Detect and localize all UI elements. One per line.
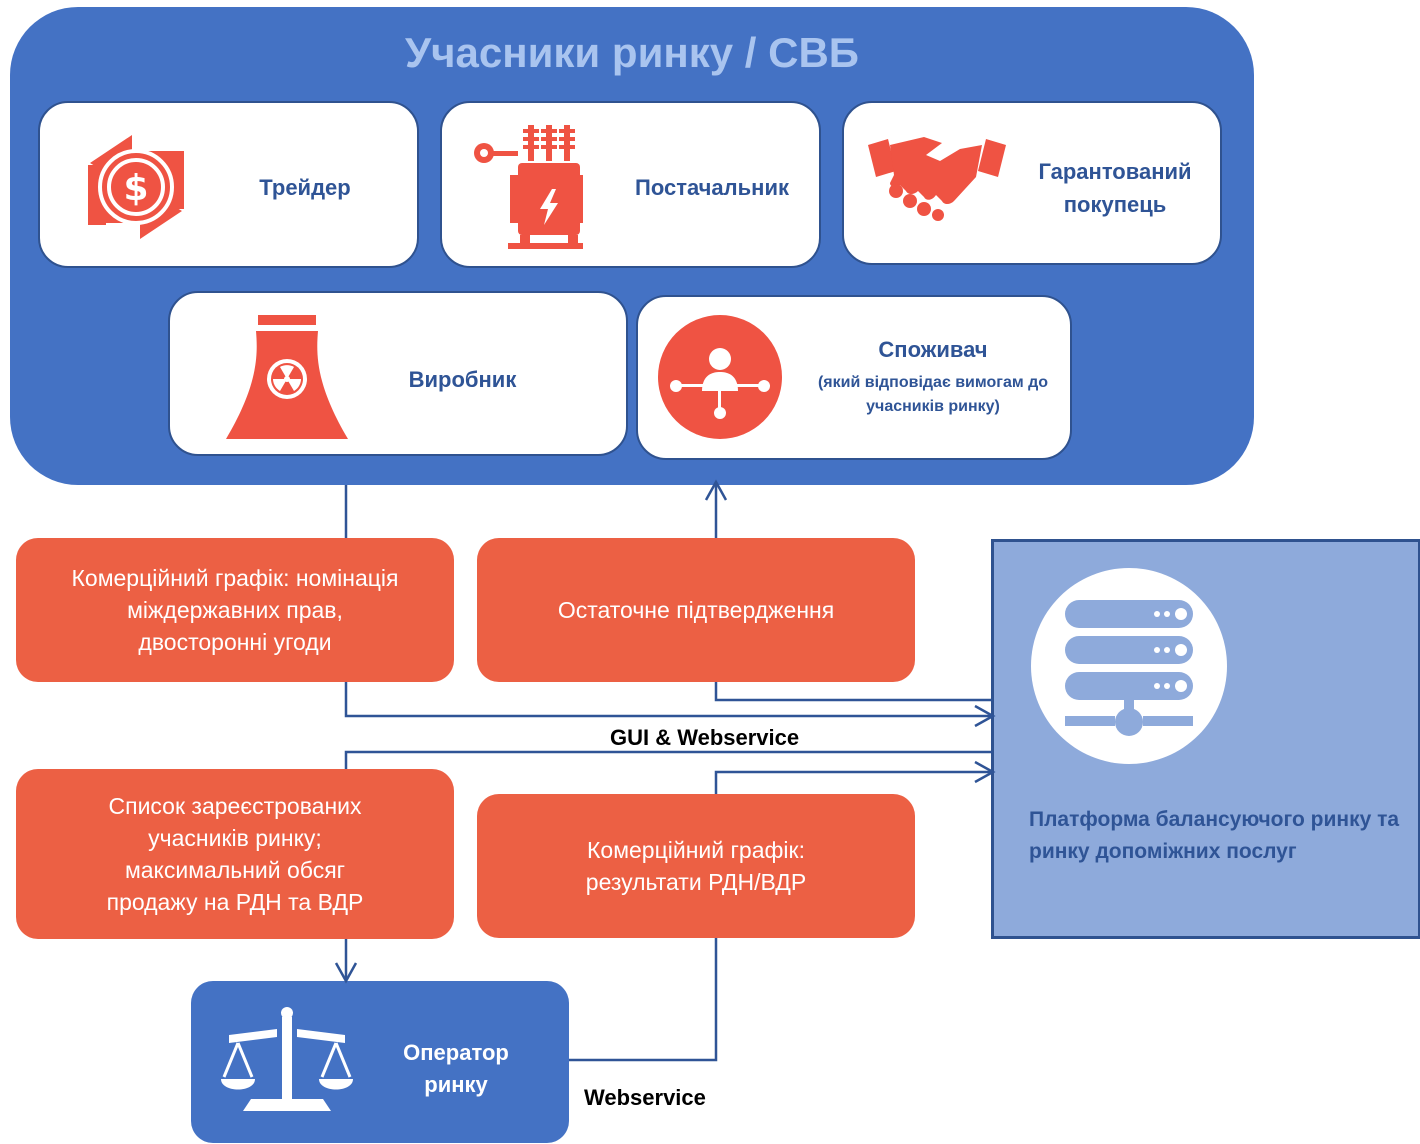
- producer-label: Виробник: [408, 367, 517, 392]
- trader-label: Трейдер: [259, 175, 351, 200]
- line-platform-to-confirmation: [714, 682, 993, 702]
- nuclear-plant-icon: [226, 315, 348, 439]
- consumer-network-icon: [658, 315, 782, 439]
- commercial-schedule-nomination-box: Комерційний графік: номінація міждержавн…: [16, 538, 454, 682]
- consumer-note: (який відповідає вимогам до учасників ри…: [817, 374, 1049, 415]
- producer-card[interactable]: Виробник: [168, 291, 628, 456]
- dollar-exchange-icon: $: [88, 135, 184, 239]
- line-operator-to-results: [569, 938, 718, 1062]
- commercial-schedule-results-text: Комерційний графік: результати РДН/ВДР: [585, 836, 807, 895]
- market-operator-box: Оператор ринку: [191, 981, 569, 1143]
- svg-text:$: $: [123, 168, 148, 209]
- participants-title: Учасники ринку / СВБ: [404, 29, 859, 76]
- handshake-icon: [868, 137, 1006, 221]
- registered-participants-text: Список зареєстрованих учасників ринку; м…: [106, 792, 364, 916]
- arrow-registered-list-operator: [334, 962, 358, 984]
- guaranteed-buyer-label: Гарантований покупець: [1038, 159, 1192, 217]
- commercial-schedule-nomination-text: Комерційний графік: номінація міждержавн…: [71, 564, 399, 656]
- final-confirmation-box: Остаточне підтвердження: [477, 538, 915, 682]
- supplier-card[interactable]: Постачальник: [440, 101, 821, 268]
- supplier-label: Постачальник: [635, 175, 789, 200]
- arrow-results-platform: [974, 760, 996, 784]
- webservice-label: Webservice: [584, 1085, 706, 1110]
- platform-label: Платформа балансуючого ринку та ринку до…: [1029, 808, 1400, 863]
- commercial-schedule-results-box: Комерційний графік: результати РДН/ВДР: [477, 794, 915, 938]
- scales-icon: [221, 1007, 353, 1111]
- line-platform-to-registered-list: [344, 750, 993, 769]
- transformer-icon: [474, 125, 583, 249]
- arrow-confirmation-consumer: [704, 479, 728, 501]
- guaranteed-buyer-card[interactable]: Гарантований покупець: [842, 101, 1222, 265]
- server-icon: [1031, 568, 1227, 764]
- line-results-to-platform: [714, 770, 993, 794]
- final-confirmation-text: Остаточне підтвердження: [557, 596, 835, 623]
- consumer-card[interactable]: Споживач (який відповідає вимогам до уча…: [636, 295, 1072, 460]
- consumer-label: Споживач: [878, 337, 988, 362]
- gui-webservice-label: GUI & Webservice: [610, 725, 800, 750]
- market-operator-label: Оператор ринку: [403, 1040, 509, 1097]
- platform-box: Платформа балансуючого ринку та ринку до…: [991, 539, 1420, 939]
- trader-card[interactable]: $ Трейдер: [38, 101, 419, 268]
- arrow-nomination-platform: [974, 704, 996, 728]
- registered-participants-box: Список зареєстрованих учасників ринку; м…: [16, 769, 454, 939]
- line-nomination-to-platform: [344, 682, 993, 718]
